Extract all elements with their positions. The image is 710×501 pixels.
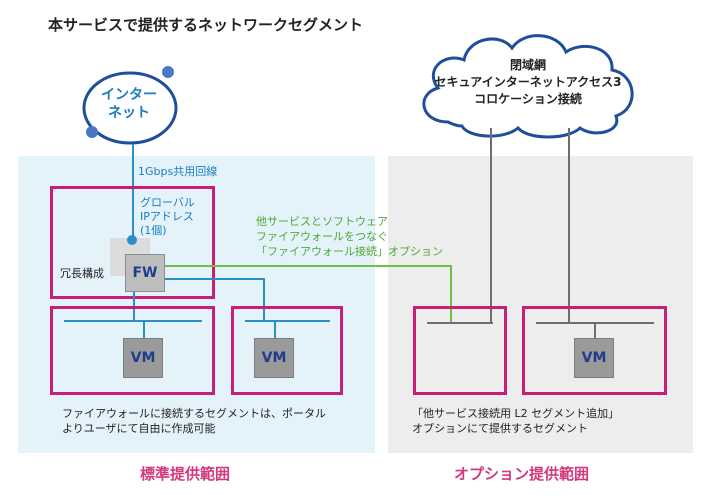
segment-1-bus	[64, 320, 202, 322]
cloud-label-line3: コロケーション接続	[474, 92, 582, 106]
fw-active: FW	[125, 254, 165, 292]
internet-label-line2: ネット	[108, 105, 150, 121]
cloud-label-line1: 閉域網	[509, 58, 546, 72]
standard-zone	[18, 156, 375, 453]
vm-standard-2: VM	[254, 338, 294, 378]
diagram-title: 本サービスで提供するネットワークセグメント	[48, 16, 364, 34]
segment-2-bus	[245, 320, 330, 322]
option-caption-line2: オプションにて提供するセグメント	[412, 422, 588, 435]
standard-caption-line1: ファイアウォールに接続するセグメントは、ポータル	[62, 407, 326, 420]
internet-label: インター ネット	[94, 86, 164, 122]
option-note: 他サービスとソフトウェア ファイアウォールをつなぐ 「ファイアウォール接続」オプ…	[256, 214, 443, 259]
internet-uplink-line	[132, 144, 134, 244]
vm-standard-1: VM	[123, 338, 163, 378]
fw-to-seg2-line-h	[165, 278, 265, 280]
option-caption: 「他サービス接続用 L2 セグメント追加」 オプションにて提供するセグメント	[412, 406, 619, 436]
fw-connect-line-v	[450, 265, 452, 324]
option-note-line2: ファイアウォールをつなぐ	[256, 230, 388, 243]
global-ip-line2: IPアドレス	[140, 210, 194, 223]
global-ip-label: グローバル IPアドレス (1個)	[140, 196, 195, 238]
standard-caption: ファイアウォールに接続するセグメントは、ポータル よりユーザにて自由に作成可能	[62, 406, 326, 436]
fw-connect-line-h	[165, 265, 452, 267]
option-segment-2	[522, 306, 667, 395]
segment-1-vm-link	[143, 320, 145, 338]
option-segment-1	[413, 306, 507, 395]
internet-node-right	[162, 66, 174, 78]
cloud-label: 閉域網 セキュアインターネットアクセス3 コロケーション接続	[420, 57, 636, 108]
fw-to-seg2-line-v	[263, 278, 265, 322]
redundancy-label: 冗長構成	[60, 267, 104, 280]
standard-caption-line2: よりユーザにて自由に作成可能	[62, 422, 216, 435]
option-segment-2-vm-link	[594, 322, 596, 338]
cloud-link-right	[568, 128, 570, 324]
bandwidth-label: 1Gbps共用回線	[138, 165, 218, 178]
global-ip-line1: グローバル	[140, 196, 195, 209]
option-caption-line1: 「他サービス接続用 L2 セグメント追加」	[412, 407, 620, 420]
segment-2-vm-link	[274, 320, 276, 338]
option-note-line1: 他サービスとソフトウェア	[256, 215, 388, 228]
option-note-line3: 「ファイアウォール接続」オプション	[256, 245, 443, 258]
option-zone	[388, 156, 693, 453]
option-segment-1-bus	[427, 322, 493, 324]
standard-segment-2	[231, 306, 343, 395]
cloud-link-left	[490, 128, 492, 324]
standard-segment-1	[50, 306, 215, 395]
global-ip-line3: (1個)	[140, 224, 167, 237]
internet-bubble	[82, 66, 178, 145]
internet-node-left	[86, 126, 98, 138]
fw-segment-box	[50, 186, 215, 299]
cloud-label-line2: セキュアインターネットアクセス3	[434, 75, 622, 89]
global-ip-dot	[127, 235, 137, 245]
internet-label-line1: インター	[101, 87, 157, 103]
closed-network-cloud	[422, 34, 634, 139]
option-zone-label: オプション提供範囲	[454, 465, 590, 483]
vm-option: VM	[574, 338, 614, 378]
standard-zone-label: 標準提供範囲	[140, 465, 231, 483]
